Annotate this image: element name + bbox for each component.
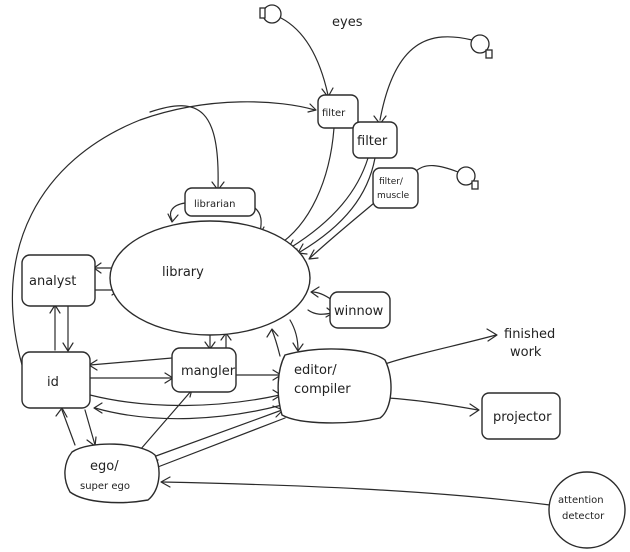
wire-filter1-to-library [276,127,335,247]
wire-eye2-to-filter [379,36,473,121]
id-node[interactable]: id [21,351,91,409]
analyst-label: analyst [29,274,76,289]
id-label: id [47,375,59,390]
wire-librarian-library-a [169,202,186,221]
eye-sensor-icon [259,4,282,24]
wire-winnow-library-a [311,291,333,301]
filter-muscle-label-line1: filter/ [379,177,404,187]
wire-ego-mangler [139,389,193,451]
eye-sensor-icon [470,34,493,59]
wire-filtermuscle-to-library [309,197,381,259]
wire-filter2-to-library-a [289,157,369,249]
filter-muscle-label-line2: muscle [377,191,410,201]
ego-superego-node[interactable]: ego/ super ego [64,443,160,504]
wire-editor-finished [381,334,497,366]
wire-muscle-to-filter [414,165,459,173]
finished-work-label-line2: work [510,345,542,360]
ego-superego-label-line2: super ego [80,481,130,492]
wire-id-editor-a [89,394,281,407]
library-node[interactable]: library [109,220,311,336]
winnow-node[interactable]: winnow [329,291,391,329]
filter-node-left[interactable]: filter [317,94,359,129]
attention-detector-node[interactable]: attention detector [548,471,626,549]
finished-work-output: finished work [504,327,555,360]
mangler-node[interactable]: mangler [171,347,237,393]
wire-library-editor-a [271,329,281,357]
attention-detector-label-line1: attention [558,495,604,506]
projector-label: projector [493,410,552,425]
wire-attention-ego [161,481,551,506]
analyst-node[interactable]: analyst [21,254,96,307]
wire-ego-id-a [61,409,76,446]
attention-detector-label-line2: detector [562,511,605,522]
wire-library-editor-b [289,319,299,351]
librarian-label: librarian [194,199,236,210]
wire-ego-editor-a [144,409,283,461]
wire-loop-to-librarian [149,105,219,189]
finished-work-label-line1: finished [504,327,555,342]
filter-right-label: filter [357,134,388,149]
editor-compiler-label-line1: editor/ [294,363,337,378]
librarian-node[interactable]: librarian [184,187,256,217]
wire-winnow-library-b [307,309,333,315]
projector-node[interactable]: projector [481,392,561,440]
wire-id-loop-to-filter [11,101,316,366]
editor-compiler-node[interactable]: editor/ compiler [277,348,392,424]
filter-muscle-node[interactable]: filter/ muscle [372,167,419,209]
wire-eye1-to-filter [280,17,329,96]
wire-ego-editor-b [149,417,286,471]
wire-id-mangler-a [89,357,173,366]
wire-filter2-to-library-b [299,157,376,253]
library-label: library [162,265,204,280]
filter-node-right[interactable]: filter [352,121,398,159]
editor-compiler-label-line2: compiler [294,382,351,397]
wire-editor-projector [387,397,479,411]
ego-superego-label-line1: ego/ [90,459,119,474]
wire-id-editor-b [94,404,283,420]
mangler-label: mangler [181,364,236,379]
filter-left-label: filter [322,108,346,119]
winnow-label: winnow [334,304,384,319]
muscle-sensor-icon [456,166,479,190]
wire-ego-id-b [84,409,96,446]
eyes-label: eyes [332,15,363,30]
